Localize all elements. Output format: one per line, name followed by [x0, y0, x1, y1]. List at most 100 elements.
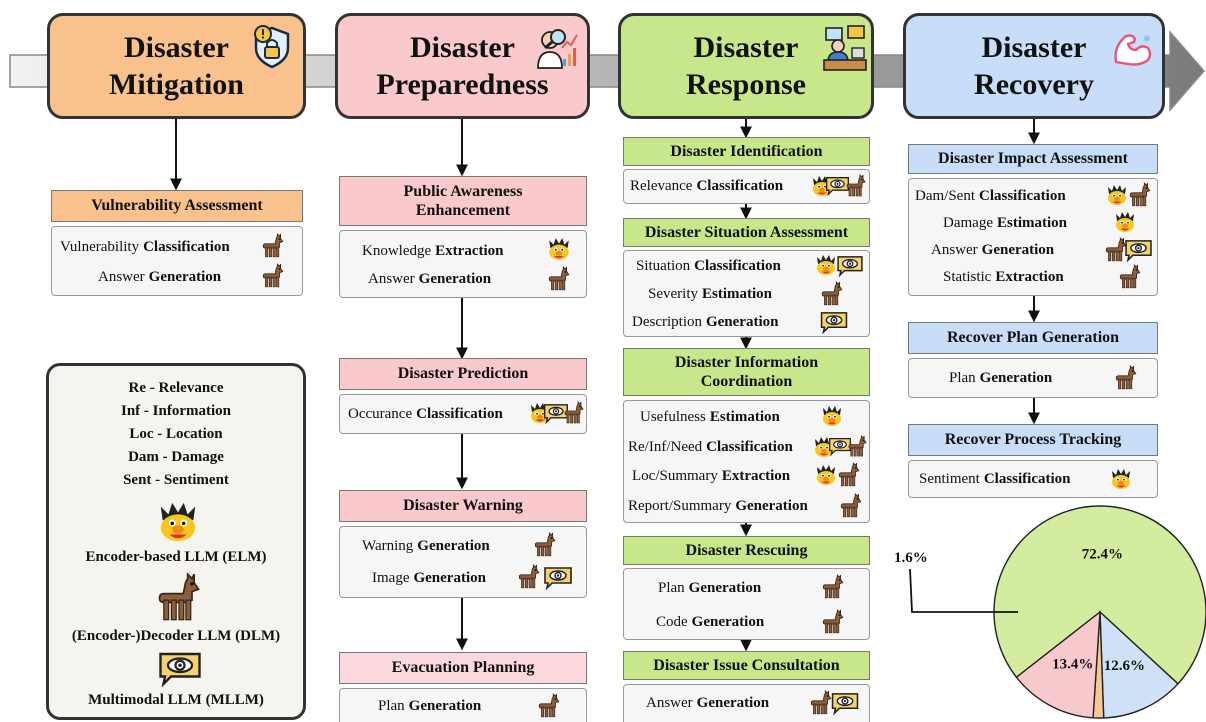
task-type: Generation [696, 694, 770, 711]
task-name: Answer [931, 241, 978, 258]
disaster-situation-header: Disaster Situation Assessment [623, 218, 870, 247]
header-line2: Enhancement [415, 202, 511, 219]
mllm-icon [157, 651, 203, 687]
disaster-impact-header: Disaster Impact Assessment [908, 144, 1158, 174]
dlm-icon [536, 693, 562, 719]
task-name: Plan [949, 369, 976, 386]
task-name: Vulnerability [60, 238, 140, 255]
disaster-identification-header: Disaster Identification [623, 137, 870, 166]
legend-box: Re - Relevance Inf - Information Loc - L… [46, 363, 306, 720]
task-name: Sentiment [919, 470, 980, 487]
dlm-icon [819, 281, 845, 307]
pie-label: 1.6% [894, 550, 928, 566]
task-type: Estimation [702, 285, 773, 302]
elm-icon [546, 236, 572, 262]
dlm-icon [820, 574, 846, 600]
analyst-icon [537, 29, 578, 69]
disaster-warning-header: Disaster Warning [339, 490, 587, 522]
legend-abbr: Loc - Location [129, 426, 223, 442]
pie-slice-recovery [1099, 610, 1179, 719]
svg-text:✻: ✻ [1143, 34, 1151, 44]
task-name: Statistic [943, 268, 992, 285]
task-type: Classification [706, 438, 793, 455]
legend-abbr: Sent - Sentiment [123, 472, 229, 488]
task-name: Plan [378, 697, 405, 714]
task-name: Answer [646, 694, 693, 711]
task-name: Severity [648, 285, 698, 302]
task-type: Generation [418, 270, 492, 287]
dlm-icon [820, 609, 846, 635]
elm-icon [814, 463, 838, 487]
phase-title-line2: Recovery [974, 68, 1094, 101]
task-type: Classification [143, 238, 230, 255]
task-type: Extraction [995, 268, 1064, 285]
task-name: Description [632, 313, 702, 330]
pie-leader-line [909, 568, 1018, 613]
task-type: Classification [696, 177, 784, 194]
elm-icon [1113, 210, 1137, 234]
disaster-rescuing-header: Disaster Rescuing [623, 536, 870, 565]
task-name: Loc/Summary [632, 467, 718, 484]
header-line1: Public Awareness [403, 182, 523, 200]
pie-label: 72.4% [1082, 547, 1123, 563]
task-type: Generation [705, 313, 779, 330]
disaster-prediction-header: Disaster Prediction [339, 358, 587, 390]
dlm-icon [844, 173, 868, 199]
dlm-icon [562, 400, 586, 426]
evacuation-planning-header: Evacuation Planning [339, 652, 587, 684]
dlm-icon [516, 564, 542, 590]
legend-abbr: Re - Relevance [128, 380, 224, 396]
mllm-icon [1124, 239, 1153, 262]
legend-abbr: Dam - Damage [128, 449, 224, 465]
task-name: Occurance [348, 405, 413, 422]
vulnerability-assessment-header: Vulnerability Assessment [51, 190, 303, 222]
phase-title-line2: Response [685, 68, 806, 101]
task-type: Generation [979, 369, 1053, 386]
phase-title-line2: Preparedness [376, 68, 549, 101]
strong-arm-icon: ✻ [1114, 34, 1152, 66]
task-name: Knowledge [362, 242, 432, 259]
legend-mllm-label: Multimodal LLM (MLLM) [88, 692, 264, 708]
shield-lock-icon [254, 25, 290, 69]
dlm-icon [1127, 182, 1153, 208]
dlm-icon [846, 434, 869, 459]
dlm-icon [836, 462, 862, 488]
mllm-icon [830, 692, 860, 715]
recover-plan-header: Recover Plan Generation [908, 322, 1158, 354]
task-type: Extraction [721, 467, 791, 484]
task-name: Usefulness [640, 408, 706, 425]
public-awareness-header: Public Awareness Enhancement [339, 176, 587, 226]
legend-elm-label: Encoder-based LLM (ELM) [85, 549, 267, 565]
elm-icon [820, 404, 844, 428]
phase-title-line1: Disaster [410, 30, 515, 64]
dlm-icon [260, 233, 286, 259]
task-type: Classification [416, 405, 503, 422]
dlm-icon [1113, 365, 1139, 391]
